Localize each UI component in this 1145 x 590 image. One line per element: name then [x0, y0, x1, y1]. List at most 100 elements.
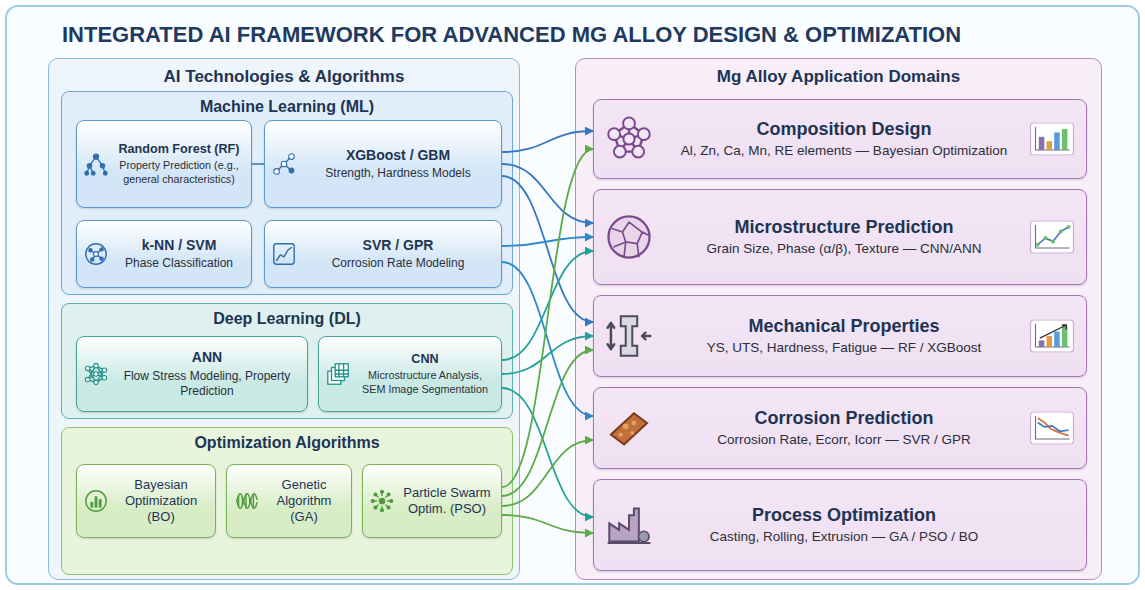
icon-part — [96, 254, 102, 259]
icon-part — [1038, 227, 1069, 245]
connector-arrow — [502, 164, 593, 223]
icon-part — [608, 128, 620, 140]
algorithm-box: Bayesian Optimization (BO) — [76, 464, 216, 538]
icon-part — [375, 494, 378, 497]
algorithm-box: Genetic Algorithm (GA) — [226, 464, 352, 538]
icon-part — [332, 368, 345, 381]
icon-part — [629, 123, 644, 134]
text-group: Genetic Algorithm (GA) — [263, 477, 345, 526]
connector-arrow — [502, 350, 593, 496]
text-group: k-NN / SVMPhase Classification — [113, 237, 245, 272]
icon-part — [1039, 137, 1045, 150]
panel-title: Mg Alloy Application Domains — [582, 66, 1095, 87]
icon-part — [87, 166, 90, 173]
icon-part — [1062, 326, 1068, 347]
icon-part — [95, 496, 98, 507]
icon-part — [237, 494, 257, 509]
icon-part — [373, 500, 377, 501]
icon-part — [96, 249, 102, 254]
box-title: Bayesian Optimization (BO) — [113, 477, 209, 526]
text-group: Particle Swarm Optim. (PSO) — [399, 485, 495, 518]
icon-part — [620, 139, 629, 152]
icon-part — [630, 431, 634, 435]
icon-part — [284, 157, 291, 164]
icon-part — [614, 123, 629, 134]
icon-part — [335, 373, 348, 374]
icon-part — [1047, 336, 1053, 347]
box-text: Grain Size, Phase (α/β), Texture — CNN/A… — [668, 241, 1020, 258]
box-title: CNN — [355, 352, 495, 368]
title-block: INTEGRATED AI FRAMEWORK FOR ADVANCED MG … — [26, 22, 1116, 48]
icon-part — [613, 222, 649, 257]
box-text: YS, UTS, Hardness, Fatigue — RF / XGBoos… — [668, 340, 1020, 357]
icon-part — [1036, 416, 1070, 439]
panel-title: AI Technologies & Algorithms — [55, 66, 513, 87]
icon-part — [374, 493, 377, 496]
icon-part — [1036, 127, 1070, 150]
icon-part — [281, 161, 287, 167]
text-group: CNNMicrostructure Analysis, SEM Image Se… — [355, 352, 495, 397]
icon-part — [1054, 132, 1060, 150]
icon-part — [96, 157, 103, 166]
algorithm-box: Particle Swarm Optim. (PSO) — [362, 464, 502, 538]
icon-part — [88, 366, 96, 369]
box-text: Casting, Rolling, Extrusion — GA / PSO /… — [668, 529, 1020, 546]
icon-part — [386, 505, 389, 508]
icon-part — [1031, 123, 1074, 155]
icon-part — [88, 366, 96, 380]
icon-part — [88, 380, 96, 383]
icon-part — [375, 505, 378, 508]
icon-part — [289, 168, 294, 173]
group-title: Machine Learning (ML) — [68, 97, 506, 117]
icon-part — [1047, 141, 1053, 150]
icon-part — [614, 134, 629, 139]
icon-part — [88, 368, 96, 382]
icon-part — [89, 249, 92, 252]
icon — [606, 116, 652, 162]
icon-part — [381, 490, 384, 493]
icon-part — [614, 134, 620, 151]
icon-part — [94, 252, 99, 257]
algorithm-box: XGBoost / GBMStrength, Hardness Models — [264, 120, 502, 208]
icon-part — [328, 371, 341, 384]
box-title: XGBoost / GBM — [301, 147, 495, 165]
icon-part — [249, 498, 250, 504]
icon — [271, 241, 297, 267]
icon-part — [284, 164, 291, 171]
icon-part — [623, 133, 634, 144]
connector-arrow — [502, 262, 593, 416]
icon-part — [387, 493, 390, 496]
icon-part — [94, 380, 98, 384]
icon-part — [90, 502, 93, 508]
icon-part — [96, 370, 104, 374]
icon-part — [90, 250, 96, 254]
text-group: XGBoost / GBMStrength, Hardness Models — [301, 147, 495, 182]
section-panel: Mg Alloy Application DomainsComposition … — [575, 58, 1102, 580]
text-group: Composition DesignAl, Zn, Ca, Mn, RE ele… — [668, 118, 1020, 159]
icon-part — [1040, 325, 1066, 338]
icon-part — [94, 372, 98, 376]
icon-part — [274, 244, 294, 264]
group-panel: Deep Learning (DL)ANNFlow Stress Modelin… — [61, 303, 513, 419]
icon-part — [100, 248, 103, 251]
icon-part — [614, 146, 626, 158]
text-group: AI Technologies & Algorithms — [55, 66, 513, 87]
icon — [325, 361, 351, 387]
icon-part — [642, 333, 650, 340]
icon-part — [1051, 239, 1055, 243]
text-group: Machine Learning (ML) — [68, 97, 506, 117]
box-title: Particle Swarm Optim. (PSO) — [399, 485, 495, 518]
icon-part — [638, 134, 644, 151]
icon-part — [85, 171, 89, 175]
icon-part — [253, 494, 254, 508]
box-title: Mechanical Properties — [668, 315, 1020, 338]
icon-part — [335, 364, 348, 377]
icon-part — [91, 258, 94, 261]
outer-frame — [6, 6, 1139, 584]
box-text: Al, Zn, Ca, Mn, RE elements — Bayesian O… — [668, 143, 1020, 160]
icon-part — [88, 368, 96, 374]
icon-part — [1031, 412, 1074, 444]
algorithm-box: ANNFlow Stress Modeling, Property Predic… — [76, 336, 308, 412]
icon — [606, 214, 652, 260]
icon-part — [623, 423, 629, 429]
